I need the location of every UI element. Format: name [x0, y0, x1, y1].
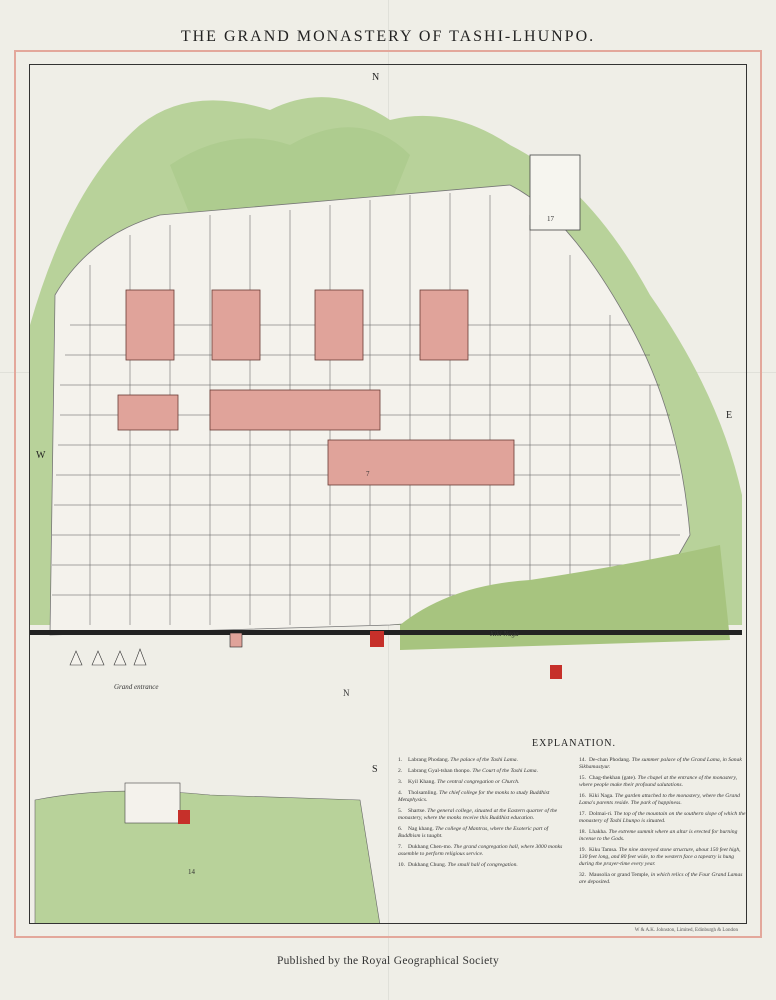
item-name: De-chan Phodang. — [589, 757, 632, 763]
compass-south: S — [372, 764, 378, 775]
item-number: 1. — [398, 757, 403, 763]
item-name: Dukhang Chen-mo. — [408, 844, 454, 850]
item-description: The college of Mantras, where the Esoter… — [398, 826, 549, 839]
explanation-item: 4. Tholsamling. The chief college for the… — [398, 790, 569, 804]
hill-ridge — [170, 127, 410, 215]
kiki-naga-garden — [400, 545, 730, 650]
item-number: 32. — [579, 872, 586, 878]
n14-label: 14 — [188, 868, 195, 876]
summer-palace-gate — [178, 810, 190, 824]
item-description: The general college, situated at the Eas… — [398, 808, 558, 821]
item-description: The central congregation or Church. — [437, 779, 520, 785]
compass-west: W — [36, 450, 46, 461]
item-description: The summer palace of the Grand Lama, in … — [579, 757, 742, 770]
item-name: Nag khang. — [408, 826, 436, 832]
explanation-item: 2. Labrang Gyal-tshan thonpo. The Court o… — [398, 768, 569, 775]
publisher-credit: Published by the Royal Geographical Soci… — [276, 955, 500, 967]
item-number: 5. — [398, 808, 403, 814]
explanation-item: 19.Kiku Tamsa. The nine storeyed stone s… — [579, 847, 750, 868]
item-name: Chag-thekhan (gate). — [589, 775, 638, 781]
item-name: Kiku Tamsa. — [589, 847, 619, 853]
east-gate — [370, 631, 384, 647]
dechan-phodang-view — [34, 790, 380, 923]
item-number: 7. — [398, 844, 403, 850]
explanation-item: 17.Dolmai-ri. The top of the mountain on… — [579, 811, 750, 825]
printer-credit: W & A.K. Johnston, Limited, Edinburgh & … — [634, 928, 738, 933]
explanation-item: 16.Kiki Naga. The garden attached to the… — [579, 793, 750, 807]
item-name: Dukhang Chung. — [408, 862, 448, 868]
item-description: The garden attached to the monastery, wh… — [579, 793, 740, 806]
n7-label: 7 — [366, 470, 370, 478]
item-number: 3. — [398, 779, 403, 785]
item-description: The chapel at the entrance of the monast… — [579, 775, 738, 788]
item-description: The grand congregation hall, where 3000 … — [398, 844, 563, 857]
item-name: Labrang Gyal-tshan thonpo. — [408, 768, 473, 774]
item-name: Kyil Khang. — [408, 779, 438, 785]
item-name: Shartse. — [408, 808, 428, 814]
nine-storey-tower — [529, 154, 581, 231]
chortens — [69, 648, 147, 666]
n-marker-label: N — [343, 688, 350, 698]
inner-border — [29, 64, 747, 924]
item-description: The Court of the Tashi Lama. — [472, 768, 539, 774]
explanation-item: 32.Mausolia or grand Temple, in which re… — [579, 872, 750, 886]
monastery-illustration — [30, 97, 742, 923]
item-name: Kiki Naga. — [589, 793, 615, 799]
item-name: Labrang Phodang. — [408, 757, 451, 763]
n17-label: 17 — [547, 215, 554, 223]
compass-east: E — [726, 410, 733, 421]
item-number: 16. — [579, 793, 586, 799]
compass-north: N — [372, 72, 380, 83]
item-description: The top of the mountain on the southern … — [579, 811, 746, 824]
explanation-item: 1. Labrang Phodang. The palace of the Tas… — [398, 757, 569, 764]
grand-entrance-gate — [229, 632, 243, 648]
item-number: 15. — [579, 775, 586, 781]
item-number: 17. — [579, 811, 586, 817]
explanation-right-column: 14.De-chan Phodang. The summer palace of… — [579, 757, 750, 890]
explanation-left-column: 1. Labrang Phodang. The palace of the Tas… — [398, 757, 569, 890]
item-description: in which relics of the Four Grand Lamas … — [579, 872, 743, 885]
item-description: The extreme summit where an altar is ere… — [579, 829, 738, 842]
garden-gate — [550, 665, 562, 679]
explanation-item: 10.Dukhang Chung. The small hall of cong… — [398, 862, 569, 869]
kiki-naga-label: Kiki Naga — [490, 630, 519, 638]
explanation-panel: EXPLANATION. 1. Labrang Phodang. The pala… — [398, 738, 750, 890]
map-title: THE GRAND MONASTERY OF TASHI-LHUNPO. — [180, 28, 596, 45]
explanation-item: 7. Dukhang Chen-mo. The grand congregatio… — [398, 844, 569, 858]
item-description: The small hall of congregation. — [447, 862, 518, 868]
outer-border — [14, 50, 762, 938]
item-number: 19. — [579, 847, 586, 853]
item-number: 6. — [398, 826, 403, 832]
monastery-wall — [30, 630, 742, 635]
item-name: Mausolia or grand Temple, — [589, 872, 651, 878]
explanation-item: 15.Chag-thekhan (gate). The chapel at th… — [579, 775, 750, 789]
item-description: The palace of the Tashi Lama. — [450, 757, 518, 763]
explanation-item: 18.Lhakha. The extreme summit where an a… — [579, 829, 750, 843]
item-description: The nine storeyed stone structure, about… — [579, 847, 741, 867]
explanation-item: 5. Shartse. The general college, situated… — [398, 808, 569, 822]
temples — [117, 289, 515, 486]
explanation-item: 14.De-chan Phodang. The summer palace of… — [579, 757, 750, 771]
item-number: 4. — [398, 790, 403, 796]
explanation-item: 6. Nag khang. The college of Mantras, whe… — [398, 826, 569, 840]
grand-entrance-label: Grand entrance — [114, 683, 159, 691]
item-number: 2. — [398, 768, 403, 774]
item-name: Dolmai-ri. — [589, 811, 614, 817]
explanation-item: 3. Kyil Khang. The central congregation o… — [398, 779, 569, 786]
summer-palace — [124, 782, 181, 824]
item-description: The chief college for the monks to study… — [398, 790, 550, 803]
item-number: 14. — [579, 757, 586, 763]
item-name: Lhakha. — [589, 829, 609, 835]
item-number: 10. — [398, 862, 405, 868]
item-number: 18. — [579, 829, 586, 835]
explanation-heading: EXPLANATION. — [532, 738, 616, 749]
item-name: Tholsamling. — [408, 790, 440, 796]
